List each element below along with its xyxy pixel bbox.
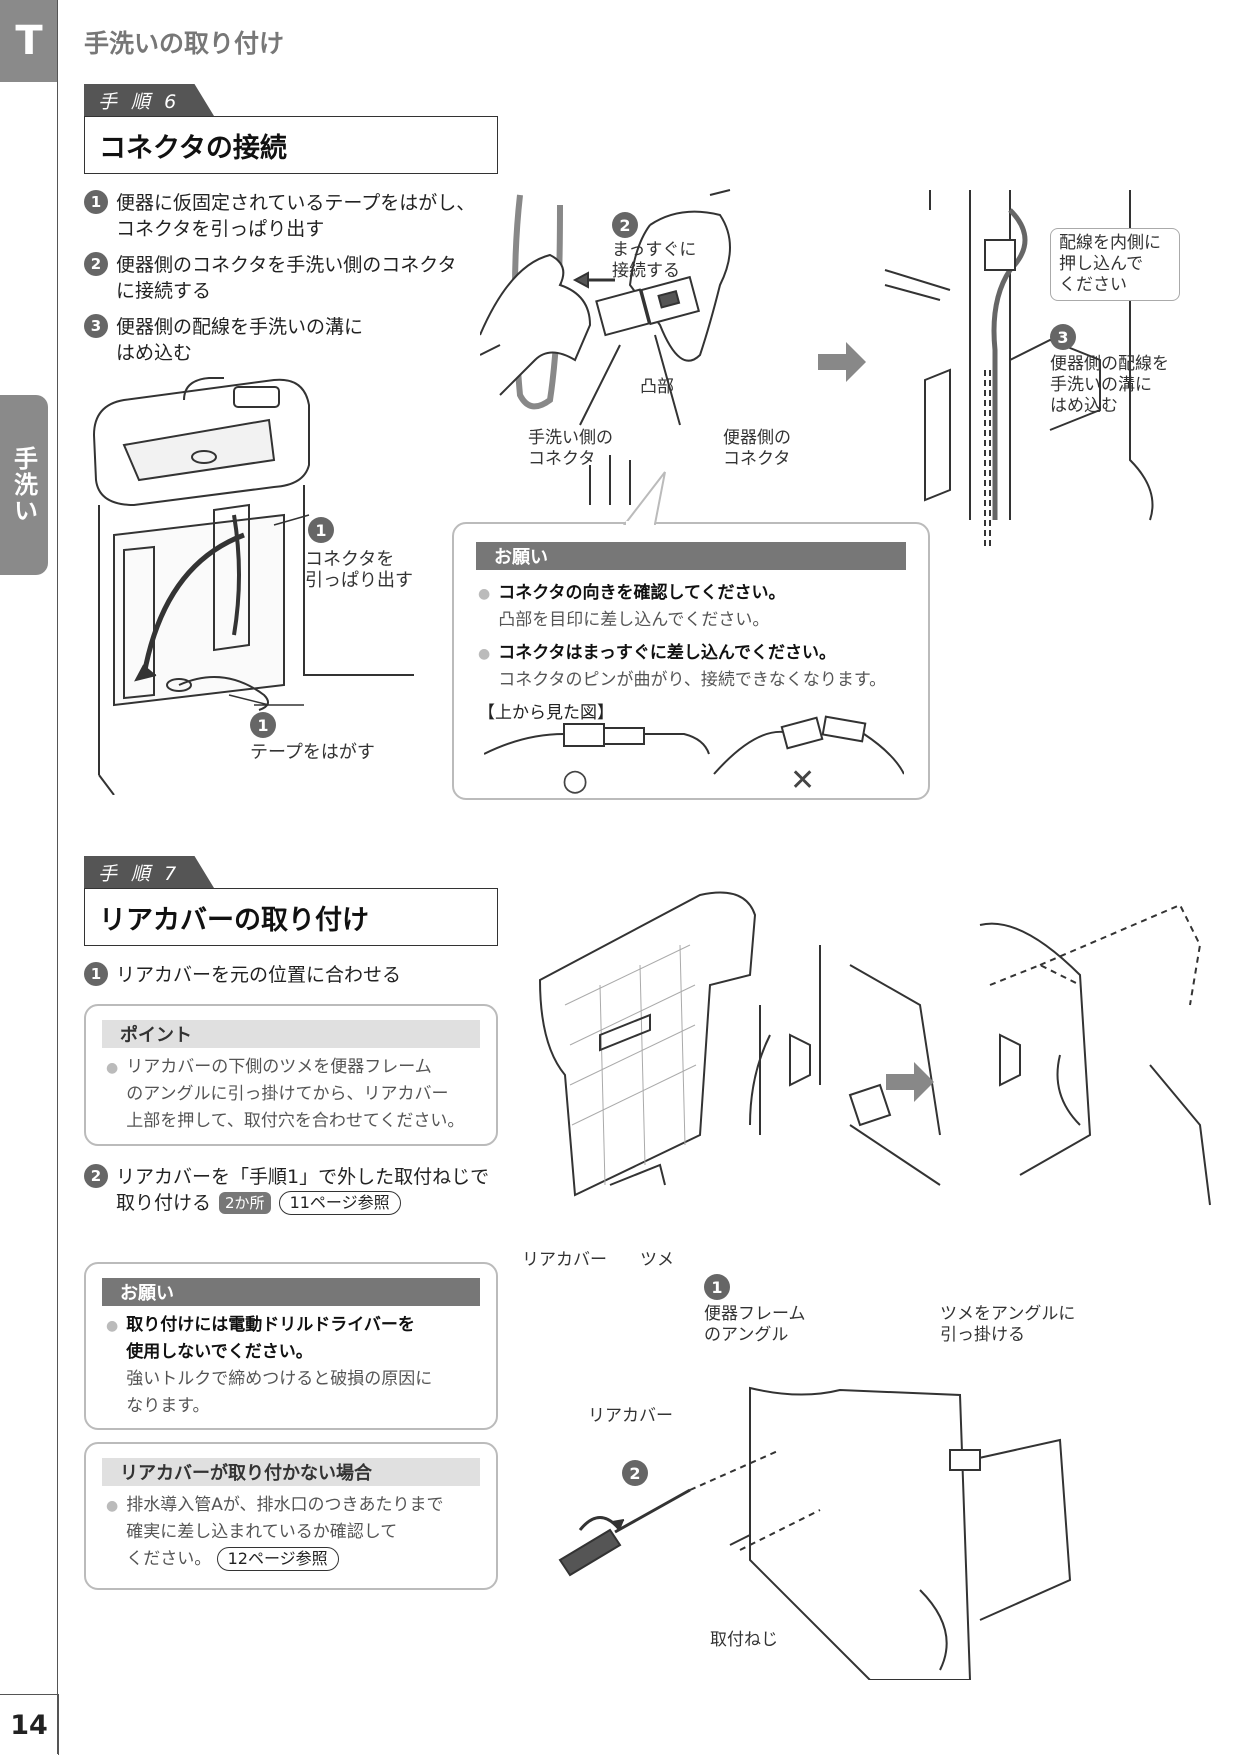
fig7-step1-badge: 1 (704, 1274, 730, 1300)
fig-mid-step2-badge: 2 (612, 212, 638, 238)
fig7-rear-cover-label: リアカバー (522, 1250, 607, 1270)
instruction-2: 2 便器側のコネクタを手洗い側のコネクタ に接続する (84, 252, 484, 304)
fig-mid-handwash-connector-label: 手洗い側の コネクタ (528, 428, 613, 469)
instruction-1: 1 便器に仮固定されているテープをはがし、 コネクタを引っぱり出す (84, 190, 484, 242)
point-box: ポイント ● リアカバーの下側のツメを便器フレーム のアングルに引っ掛けてから、… (84, 1004, 498, 1146)
bullet-icon: ● (106, 1318, 119, 1334)
next-arrow-icon (818, 342, 866, 382)
callout-pointer (622, 471, 666, 525)
ng-mark: ✕ (790, 763, 816, 798)
step-num-badge: 3 (84, 314, 108, 338)
fig-mid-toilet-connector-label: 便器側の コネクタ (723, 428, 791, 469)
rear-cover-illustration (538, 891, 1211, 1206)
fig7b-rear-cover-label: リアカバー (588, 1406, 673, 1426)
fig7-hook-label: ツメをアングルに 引っ掛ける (940, 1304, 1076, 1345)
fig7b-screw-label: 取付ねじ (710, 1630, 778, 1650)
wiring-groove-illustration (884, 190, 1154, 550)
fig7-frame-angle-label: 便器フレーム のアングル (704, 1304, 806, 1345)
trouble-heading: リアカバーが取り付かない場合 (102, 1458, 480, 1486)
request-detail: 凸部を目印に差し込んでください。 (498, 610, 770, 630)
page-number: 14 (0, 1694, 59, 1755)
step6-request-box: お願い ● コネクタの向きを確認してください。 凸部を目印に差し込んでください。… (452, 522, 930, 800)
step-num-badge: 2 (84, 252, 108, 276)
point-heading: ポイント (102, 1020, 480, 1048)
point-item: ● リアカバーの下側のツメを便器フレーム のアングルに引っ掛けてから、リアカバー… (86, 1048, 496, 1135)
trouble-item: ● 排水導入管Aが、排水口のつきあたりまで 確実に差し込まれているか確認して く… (86, 1486, 496, 1573)
fig-left-step1b-badge: 1 (250, 712, 276, 738)
left-rule (57, 0, 58, 1754)
instruction-text: リアカバーを「手順1」で外した取付ねじで (116, 1166, 490, 1188)
step7-request-box: お願い ● 取り付けには電動ドリルドライバーを 使用しないでください。 強いトル… (84, 1262, 498, 1430)
count-badge: 2か所 (219, 1192, 271, 1214)
next-arrow-icon-2 (886, 1062, 934, 1102)
trouble-text: 排水導入管Aが、排水口のつきあたりまで 確実に差し込まれているか確認して くださ… (126, 1495, 444, 1569)
fig-right-groove-label: 便器側の配線を 手洗いの溝に はめ込む (1050, 354, 1169, 416)
fig-left-pull-connector-label: コネクタを 引っぱり出す (305, 549, 413, 591)
trouble-box: リアカバーが取り付かない場合 ● 排水導入管Aが、排水口のつきあたりまで 確実に… (84, 1442, 498, 1590)
request-detail: 強いトルクで締めつけると破損の原因に なります。 (126, 1369, 433, 1416)
side-tab: 手洗い (0, 395, 48, 575)
request-heading: お願い (102, 1278, 480, 1306)
step6-tag: 手 順 6 (84, 84, 214, 116)
instruction-text: 便器側の配線を手洗いの溝に はめ込む (116, 316, 364, 364)
request-detail: コネクタのピンが曲がり、接続できなくなります。 (498, 670, 887, 690)
connector-top-view-diagram (484, 715, 904, 775)
step-num-badge: 2 (84, 1164, 108, 1188)
request-item-1: ● コネクタの向きを確認してください。 凸部を目印に差し込んでください。 (478, 580, 906, 634)
fig7-claw-label: ツメ (640, 1250, 674, 1270)
rear-cover-screw-illustration (558, 1386, 1072, 1680)
fig-mid-boss-label: 凸部 (640, 377, 674, 397)
fig7b-step2-badge: 2 (622, 1460, 648, 1486)
step6-instructions: 1 便器に仮固定されているテープをはがし、 コネクタを引っぱり出す 2 便器側の… (84, 190, 484, 366)
request-bold: コネクタはまっすぐに差し込んでください。 (498, 643, 837, 663)
request-item-2: ● コネクタはまっすぐに差し込んでください。 コネクタのピンが曲がり、接続できな… (478, 640, 906, 694)
bullet-icon: ● (478, 646, 491, 662)
request-bold: コネクタの向きを確認してください。 (498, 583, 786, 603)
fig-right-push-wiring-note: 配線を内側に 押し込んで ください (1050, 228, 1180, 301)
page-ref-12[interactable]: 12ページ参照 (216, 1547, 339, 1571)
step7-instruction-2: 2 リアカバーを「手順1」で外した取付ねじで 取り付ける 2か所 11ページ参照 (84, 1164, 504, 1216)
instruction-text: リアカバーを元の位置に合わせる (116, 964, 402, 986)
step7-tag: 手 順 7 (84, 856, 214, 888)
top-view-label: 【上から見た図】 (478, 703, 614, 723)
page-ref-11[interactable]: 11ページ参照 (278, 1191, 401, 1215)
step-num-badge: 1 (84, 190, 108, 214)
bullet-icon: ● (106, 1060, 119, 1076)
step6-title: コネクタの接続 (84, 116, 498, 174)
step7-title: リアカバーの取り付け (84, 888, 498, 946)
instruction-text-2: 取り付ける (116, 1192, 212, 1214)
request-heading: お願い (476, 542, 906, 570)
handwash-unit-illustration (92, 377, 414, 795)
page-title: 手洗いの取り付け (84, 29, 285, 58)
step7-instruction-1: 1 リアカバーを元の位置に合わせる (84, 962, 401, 988)
fig-left-peel-tape-label: テープをはがす (250, 742, 375, 763)
instruction-3: 3 便器側の配線を手洗いの溝に はめ込む (84, 314, 484, 366)
point-text: リアカバーの下側のツメを便器フレーム のアングルに引っ掛けてから、リアカバー 上… (126, 1057, 465, 1131)
fig-mid-connect-straight-label: まっすぐに 接続する (612, 240, 697, 281)
request-bold: 取り付けには電動ドリルドライバーを 使用しないでください。 (126, 1315, 415, 1362)
request-item: ● 取り付けには電動ドリルドライバーを 使用しないでください。 強いトルクで締め… (86, 1306, 496, 1420)
bullet-icon: ● (106, 1498, 119, 1514)
fig-right-step3-badge: 3 (1050, 324, 1076, 350)
instruction-text: 便器に仮固定されているテープをはがし、 コネクタを引っぱり出す (116, 192, 476, 240)
instruction-text: 便器側のコネクタを手洗い側のコネクタ に接続する (116, 254, 457, 302)
connector-hands-illustration (480, 189, 731, 505)
bullet-icon: ● (478, 586, 491, 602)
ok-mark: ○ (562, 763, 589, 798)
fig-left-step1-badge: 1 (308, 517, 334, 543)
section-tab: T (0, 0, 58, 82)
step-num-badge: 1 (84, 962, 108, 986)
